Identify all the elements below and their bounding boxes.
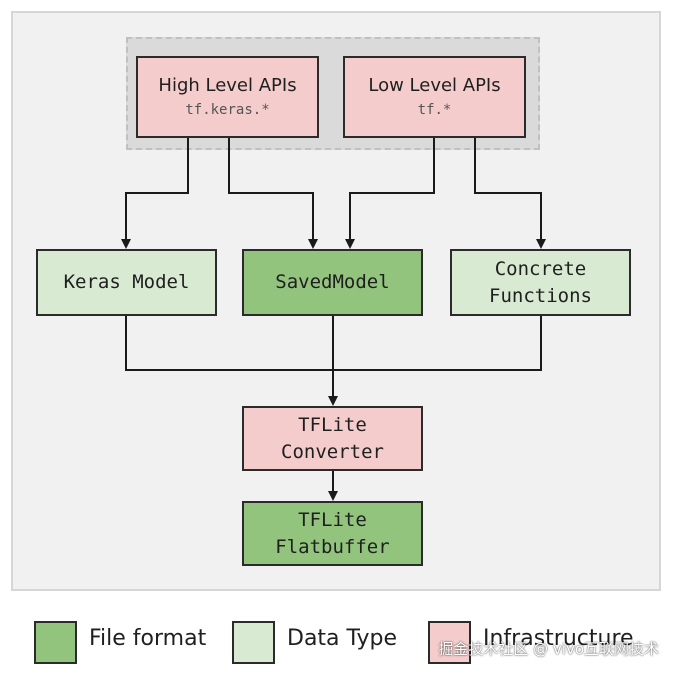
- edge-low-to-concrete: [474, 138, 546, 249]
- legend-swatch-file-format: [34, 621, 77, 664]
- tflite-flatbuffer-node: TFLite Flatbuffer: [242, 501, 423, 566]
- tflite-converter-node: TFLite Converter: [242, 406, 423, 471]
- edge-concrete-to-converter: [333, 316, 542, 371]
- legend-label-file-format: File format: [89, 626, 207, 651]
- concrete-functions-node: Concrete Functions: [450, 249, 631, 316]
- keras-model-node: Keras Model: [36, 249, 217, 316]
- edge-keras-to-converter: [125, 316, 333, 371]
- low-level-apis-node: Low Level APIs tf.*: [343, 56, 526, 138]
- tflite-flatbuffer-line1: TFLite: [298, 508, 367, 531]
- legend-label-infrastructure: Infrastructure: [483, 626, 634, 651]
- watermark: 掘金技术社区 @ vivo互联网技术: [438, 640, 659, 658]
- concrete-functions-line1: Concrete: [494, 257, 587, 280]
- edge-high-to-savedmodel: [228, 138, 318, 249]
- legend-swatch-infrastructure: [428, 621, 471, 664]
- low-level-apis-sublabel: tf.*: [417, 102, 452, 119]
- tflite-converter-line2: Converter: [281, 440, 384, 463]
- concrete-functions-line2: Functions: [489, 284, 592, 307]
- legend-label-data-type: Data Type: [287, 626, 398, 651]
- tflite-flatbuffer-line2: Flatbuffer: [275, 535, 390, 558]
- tflite-converter-line1: TFLite: [298, 413, 367, 436]
- high-level-apis-node: High Level APIs tf.keras.*: [136, 56, 319, 138]
- edge-low-to-savedmodel: [345, 138, 435, 249]
- saved-model-node: SavedModel: [242, 249, 423, 316]
- edge-high-to-keras: [121, 138, 189, 249]
- legend-swatch-data-type: [232, 621, 275, 664]
- saved-model-label: SavedModel: [275, 271, 390, 294]
- low-level-apis-label: Low Level APIs: [368, 74, 501, 96]
- high-level-apis-label: High Level APIs: [158, 74, 297, 96]
- keras-model-label: Keras Model: [63, 271, 190, 294]
- high-level-apis-sublabel: tf.keras.*: [185, 102, 270, 119]
